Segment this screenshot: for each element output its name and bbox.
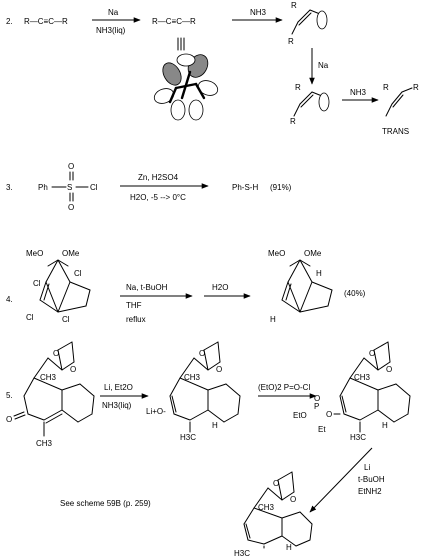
- svg-text:H: H: [286, 543, 292, 552]
- svg-text:CH3: CH3: [354, 373, 371, 382]
- r-label: R: [290, 117, 296, 126]
- svg-text:MeO: MeO: [26, 249, 43, 258]
- scheme-5-reagent2: (EtO)2 P=O-Cl: [258, 383, 310, 392]
- scheme-4-yield: (40%): [344, 289, 366, 298]
- scheme-3: 3. Ph S O O Cl Zn, H2SO4 H2O, -5 --> 0°C…: [6, 162, 292, 212]
- svg-text:O: O: [216, 365, 222, 374]
- svg-text:O: O: [369, 349, 375, 358]
- svg-text:CH3: CH3: [184, 373, 201, 382]
- scheme-4-number: 4.: [6, 295, 13, 304]
- scheme-2-reagent-top: Na: [108, 8, 119, 17]
- svg-text:Li+O-: Li+O-: [146, 407, 166, 416]
- scheme-4: 4. MeO OMe Cl Cl Cl Cl Na, t-BuOH THF re…: [6, 249, 366, 324]
- scheme-2: 2. R—C≡C—R Na NH3(liq) R—C≡C—R NH3: [6, 1, 419, 136]
- scheme-2-reactant: R—C≡C—R: [24, 17, 68, 26]
- r-label: R: [288, 37, 294, 46]
- svg-text:H: H: [316, 269, 322, 278]
- svg-text:H3C: H3C: [350, 433, 366, 442]
- scheme-2-step3-reagent: Na: [318, 61, 329, 70]
- scheme-5-reagent1-bottom: NH3(liq): [102, 401, 132, 410]
- r-label: R: [291, 1, 297, 10]
- svg-text:MeO: MeO: [268, 249, 285, 258]
- svg-text:Ph: Ph: [38, 183, 48, 192]
- scheme-reference-note: See scheme 59B (p. 259): [60, 499, 151, 508]
- svg-text:H: H: [270, 315, 276, 324]
- svg-text:H: H: [382, 421, 388, 430]
- svg-text:H: H: [212, 421, 218, 430]
- trans-alkene-structure: R R: [383, 83, 419, 117]
- svg-text:S: S: [67, 183, 72, 192]
- scheme-4-reagent-mid: THF: [126, 301, 142, 310]
- scheme-2-product-1: R—C≡C—R: [152, 17, 196, 26]
- svg-text:O: O: [290, 495, 296, 504]
- svg-text:O: O: [53, 349, 59, 358]
- svg-text:O: O: [199, 349, 205, 358]
- scheme-5-reagent3-b: t-BuOH: [358, 475, 385, 484]
- scheme-4-reagent-bottom: reflux: [126, 315, 146, 324]
- svg-text:O: O: [6, 415, 12, 424]
- scheme-3-reagent-bottom: H2O, -5 --> 0°C: [130, 193, 186, 202]
- sulfonyl-chloride-structure: Ph S O O Cl: [38, 162, 98, 212]
- scheme-5-reagent3-a: Li: [364, 463, 370, 472]
- svg-text:H3C: H3C: [180, 433, 196, 442]
- scheme-5: 5. O O O CH3: [6, 341, 411, 558]
- svg-text:O: O: [70, 365, 76, 374]
- svg-text:Cl: Cl: [74, 269, 82, 278]
- scheme-2-reagent-bottom: NH3(liq): [96, 26, 126, 35]
- svg-text:CH3: CH3: [36, 439, 53, 448]
- svg-text:Cl: Cl: [26, 313, 34, 322]
- svg-text:CH3: CH3: [258, 503, 275, 512]
- scheme-4-step2-reagent: H2O: [212, 283, 228, 292]
- vinyl-radical-structure: R R: [288, 1, 328, 46]
- svg-text:Cl: Cl: [33, 279, 41, 288]
- norbornene-product-structure: MeO OMe H H: [268, 249, 333, 324]
- scheme-5-reagent3-c: EtNH2: [358, 487, 382, 496]
- svg-text:Cl: Cl: [62, 315, 70, 324]
- enone-decalin-structure: O O O CH3 CH3: [6, 341, 95, 448]
- svg-text:P: P: [314, 402, 319, 411]
- svg-text:OMe: OMe: [304, 249, 322, 258]
- scheme-5-reagent1-top: Li, Et2O: [104, 383, 133, 392]
- svg-text:H3C: H3C: [234, 549, 250, 558]
- enol-phosphate-structure: O O CH3 O P O EtO Et H3C H: [293, 341, 411, 442]
- svg-text:CH3: CH3: [40, 373, 57, 382]
- scheme-2-step4-reagent: NH3: [350, 88, 367, 97]
- svg-text:EtO: EtO: [293, 411, 307, 420]
- svg-text:O: O: [68, 162, 74, 171]
- svg-text:Cl: Cl: [90, 183, 98, 192]
- svg-text:Et: Et: [318, 425, 326, 434]
- svg-text:O: O: [326, 410, 332, 419]
- svg-text:O: O: [273, 479, 279, 488]
- tetrachloro-norbornene-structure: MeO OMe Cl Cl Cl Cl: [26, 249, 91, 324]
- scheme-3-number: 3.: [6, 183, 13, 192]
- scheme-4-reagent-top: Na, t-BuOH: [126, 283, 168, 292]
- svg-text:O: O: [386, 365, 392, 374]
- scheme-5-arrow-3: [309, 447, 373, 513]
- scheme-5-number: 5.: [6, 391, 13, 400]
- svg-text:O: O: [314, 394, 320, 403]
- trans-label: TRANS: [382, 127, 409, 136]
- r-label: R: [295, 83, 301, 92]
- octalin-product-structure: O O CH3 H3C H: [234, 471, 313, 558]
- radical-anion-orbital-diagram: [153, 53, 219, 121]
- scheme-3-yield: (91%): [270, 183, 292, 192]
- scheme-2-number: 2.: [6, 17, 13, 26]
- scheme-2-step2-reagent: NH3: [250, 8, 267, 17]
- svg-text:OMe: OMe: [62, 249, 80, 258]
- svg-text:O: O: [68, 203, 74, 212]
- r-label: R: [413, 83, 419, 92]
- lithium-enolate-structure: O O CH3 Li+O- H3C H: [146, 341, 241, 442]
- r-label: R: [383, 83, 389, 92]
- scheme-3-product: Ph-S-H: [232, 183, 258, 192]
- vinyl-anion-structure: R R: [290, 83, 330, 126]
- scheme-3-reagent-top: Zn, H2SO4: [138, 173, 179, 182]
